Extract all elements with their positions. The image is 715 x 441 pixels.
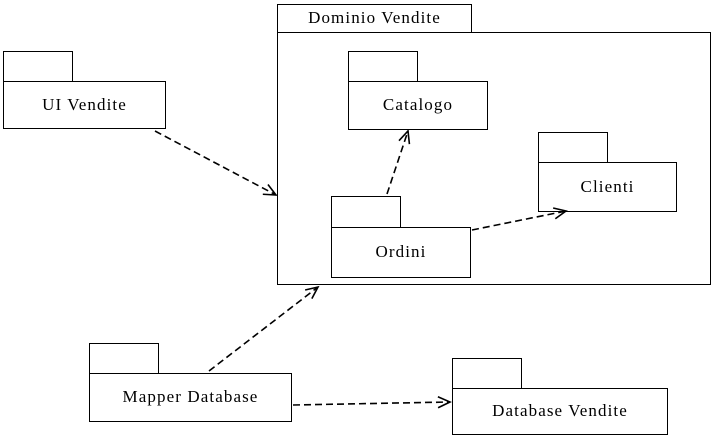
package-body-database-vendite: Database Vendite xyxy=(452,388,668,435)
package-label-dominio-vendite: Dominio Vendite xyxy=(308,8,441,27)
package-body-clienti: Clienti xyxy=(538,162,677,212)
package-label-catalogo: Catalogo xyxy=(382,95,454,114)
package-label-database-vendite: Database Vendite xyxy=(492,401,628,420)
dependency-arrow-mapper-database-to-database-vendite xyxy=(292,395,452,409)
package-label-ui-vendite: UI Vendite xyxy=(42,94,127,114)
package-tab-clienti xyxy=(538,132,608,162)
package-body-ui-vendite: UI Vendite xyxy=(3,81,166,129)
dependency-arrow-mapper-database-to-dominio-vendite xyxy=(208,285,320,372)
package-tab-database-vendite xyxy=(452,358,522,388)
package-body-mapper-database: Mapper Database xyxy=(89,373,292,422)
dependency-arrow-ui-vendite-to-dominio-vendite xyxy=(154,130,278,196)
package-tab-ui-vendite xyxy=(3,51,73,81)
package-tab-catalogo xyxy=(348,51,418,81)
package-label-mapper-database: Mapper Database xyxy=(122,387,259,406)
package-label-clienti: Clienti xyxy=(580,176,635,196)
package-label-ordini: Ordini xyxy=(375,242,427,261)
package-body-catalogo: Catalogo xyxy=(348,81,488,130)
package-tab-mapper-database xyxy=(89,343,159,373)
package-tab-dominio-vendite: Dominio Vendite xyxy=(277,4,472,32)
package-body-ordini: Ordini xyxy=(331,227,471,278)
package-tab-ordini xyxy=(331,196,401,227)
